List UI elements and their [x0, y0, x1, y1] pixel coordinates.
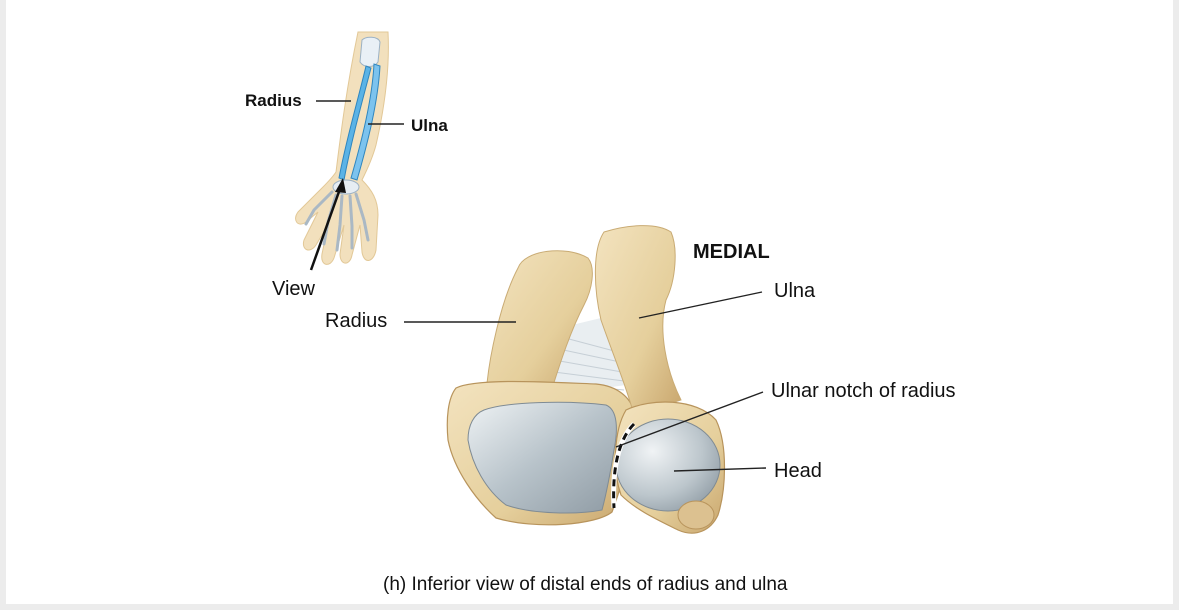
ulnar-notch-dashes	[612, 422, 636, 509]
head-label: Head	[774, 460, 822, 482]
figure-caption: (h) Inferior view of distal ends of radi…	[383, 574, 788, 595]
ulna-head	[615, 418, 721, 512]
finger-bones	[304, 190, 370, 252]
ulnar-notch-leader	[615, 391, 764, 448]
ulna-shaft	[594, 225, 682, 416]
head-leader	[673, 467, 767, 472]
elbow-bone	[359, 36, 381, 67]
arm-inset	[295, 31, 404, 271]
view-arrow-line	[309, 185, 343, 271]
ulna-label: Ulna	[774, 280, 816, 302]
ulnar-styloid	[677, 500, 715, 530]
radius-shaft	[485, 250, 593, 397]
distal-bones	[446, 225, 726, 534]
anatomy-illustration	[295, 31, 767, 534]
inset-ulna-label: Ulna	[411, 116, 448, 135]
figure-panel: Radius Ulna View MEDIAL Ulna Radius Ulna…	[6, 0, 1173, 604]
view-arrow-head	[335, 178, 346, 193]
radius-articular-surface	[467, 401, 617, 514]
radius-label: Radius	[325, 310, 388, 332]
ulna-leader	[638, 291, 763, 319]
ulnar-notch-label: Ulnar notch of radius	[771, 380, 956, 402]
ulna-bone-inset	[350, 63, 381, 181]
medial-label: MEDIAL	[693, 241, 770, 263]
view-label: View	[272, 278, 315, 300]
inset-radius-label: Radius	[245, 91, 302, 110]
